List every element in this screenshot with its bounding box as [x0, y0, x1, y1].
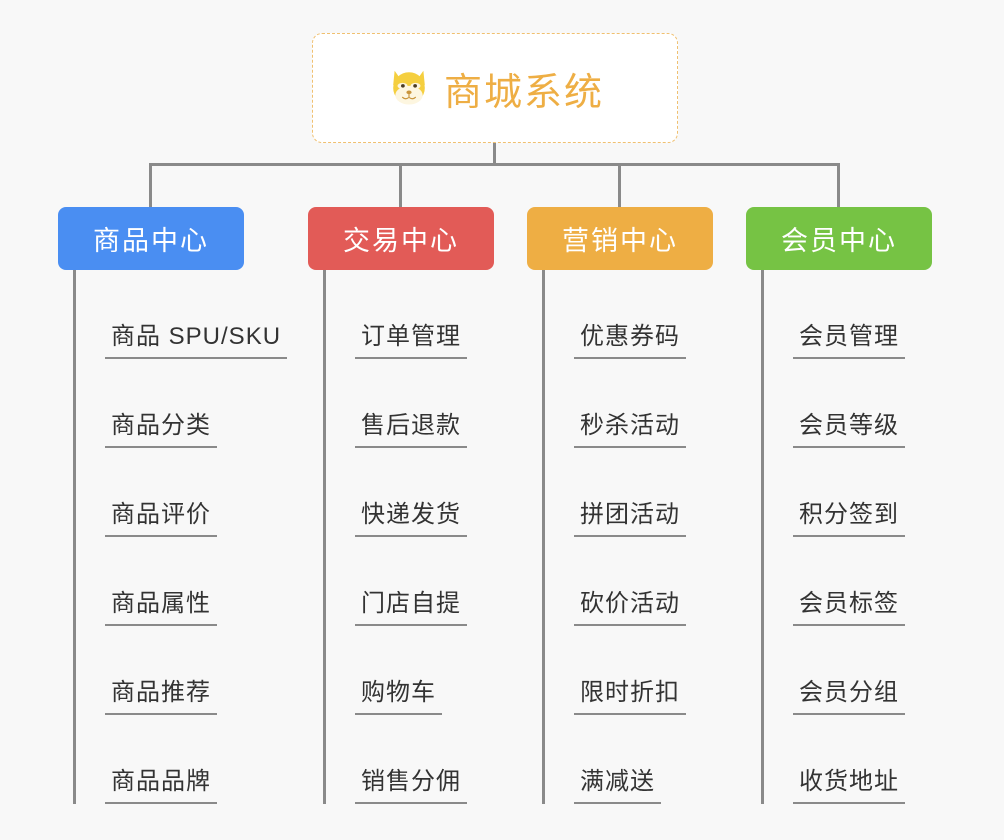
leaf-label: 快递发货 [355, 494, 467, 537]
leaf-item[interactable]: 满减送 [545, 715, 713, 804]
leaf-item[interactable]: 收货地址 [764, 715, 932, 804]
leaf-item[interactable]: 商品评价 [76, 448, 244, 537]
branch-header-2[interactable]: 交易中心 [308, 207, 494, 270]
leaf-label: 门店自提 [355, 583, 467, 626]
leaf-label: 购物车 [355, 672, 442, 715]
leaf-label: 会员等级 [793, 405, 905, 448]
leaf-label: 会员标签 [793, 583, 905, 626]
connector-drop-3 [618, 163, 621, 209]
leaf-label: 收货地址 [793, 761, 905, 804]
leaf-item[interactable]: 会员等级 [764, 359, 932, 448]
leaf-label: 会员管理 [793, 316, 905, 359]
branch-column-1: 商品中心 商品 SPU/SKU 商品分类 商品评价 商品属性 商品推荐 商品品牌 [58, 207, 288, 804]
leaf-label: 满减送 [574, 761, 661, 804]
leaf-label: 商品推荐 [105, 672, 217, 715]
branch-header-label-3: 营销中心 [562, 226, 678, 256]
leaf-item[interactable]: 售后退款 [326, 359, 494, 448]
leaf-label: 售后退款 [355, 405, 467, 448]
root-node-shopping-mall-system[interactable]: 商城系统 [312, 33, 678, 143]
root-title: 商城系统 [443, 71, 604, 114]
leaf-item[interactable]: 商品 SPU/SKU [76, 270, 288, 359]
branch-rail-1: 商品 SPU/SKU 商品分类 商品评价 商品属性 商品推荐 商品品牌 [73, 270, 288, 804]
leaf-label: 限时折扣 [574, 672, 686, 715]
branch-rail-4: 会员管理 会员等级 积分签到 会员标签 会员分组 收货地址 [761, 270, 932, 804]
connector-drop-1 [149, 163, 152, 209]
leaf-item[interactable]: 购物车 [326, 626, 494, 715]
leaf-label: 优惠券码 [574, 316, 686, 359]
leaf-label: 秒杀活动 [574, 405, 686, 448]
branch-header-label-1: 商品中心 [93, 226, 209, 256]
leaf-item[interactable]: 优惠券码 [545, 270, 713, 359]
branch-header-label-4: 会员中心 [781, 226, 897, 256]
leaf-item[interactable]: 积分签到 [764, 448, 932, 537]
connector-drop-2 [399, 163, 402, 209]
leaf-label: 商品分类 [105, 405, 217, 448]
connector-horizontal-bus [149, 163, 840, 166]
leaf-label: 销售分佣 [355, 761, 467, 804]
branch-rail-2: 订单管理 售后退款 快递发货 门店自提 购物车 销售分佣 [323, 270, 494, 804]
leaf-item[interactable]: 快递发货 [326, 448, 494, 537]
branch-header-1[interactable]: 商品中心 [58, 207, 244, 270]
leaf-item[interactable]: 商品推荐 [76, 626, 244, 715]
branch-column-2: 交易中心 订单管理 售后退款 快递发货 门店自提 购物车 销售分佣 [308, 207, 494, 804]
leaf-item[interactable]: 砍价活动 [545, 537, 713, 626]
leaf-label: 订单管理 [355, 316, 467, 359]
connector-drop-4 [837, 163, 840, 209]
branch-header-4[interactable]: 会员中心 [746, 207, 932, 270]
leaf-item[interactable]: 会员分组 [764, 626, 932, 715]
leaf-label: 积分签到 [793, 494, 905, 537]
leaf-item[interactable]: 会员管理 [764, 270, 932, 359]
leaf-item[interactable]: 订单管理 [326, 270, 494, 359]
leaf-label: 拼团活动 [574, 494, 686, 537]
leaf-item[interactable]: 商品品牌 [76, 715, 244, 804]
leaf-item[interactable]: 商品属性 [76, 537, 244, 626]
leaf-item[interactable]: 秒杀活动 [545, 359, 713, 448]
connector-trunk [493, 143, 496, 165]
branch-header-3[interactable]: 营销中心 [527, 207, 713, 270]
branch-header-label-2: 交易中心 [343, 226, 459, 256]
branch-rail-3: 优惠券码 秒杀活动 拼团活动 砍价活动 限时折扣 满减送 [542, 270, 713, 804]
leaf-item[interactable]: 门店自提 [326, 537, 494, 626]
leaf-item[interactable]: 拼团活动 [545, 448, 713, 537]
leaf-label: 商品 SPU/SKU [105, 316, 288, 359]
leaf-label: 砍价活动 [574, 583, 686, 626]
leaf-item[interactable]: 会员标签 [764, 537, 932, 626]
leaf-label: 会员分组 [793, 672, 905, 715]
leaf-label: 商品评价 [105, 494, 217, 537]
branch-column-4: 会员中心 会员管理 会员等级 积分签到 会员标签 会员分组 收货地址 [746, 207, 932, 804]
shiba-dog-face-icon [386, 65, 432, 111]
branch-column-3: 营销中心 优惠券码 秒杀活动 拼团活动 砍价活动 限时折扣 满减送 [527, 207, 713, 804]
leaf-item[interactable]: 限时折扣 [545, 626, 713, 715]
leaf-label: 商品属性 [105, 583, 217, 626]
leaf-item[interactable]: 销售分佣 [326, 715, 494, 804]
leaf-item[interactable]: 商品分类 [76, 359, 244, 448]
leaf-label: 商品品牌 [105, 761, 217, 804]
